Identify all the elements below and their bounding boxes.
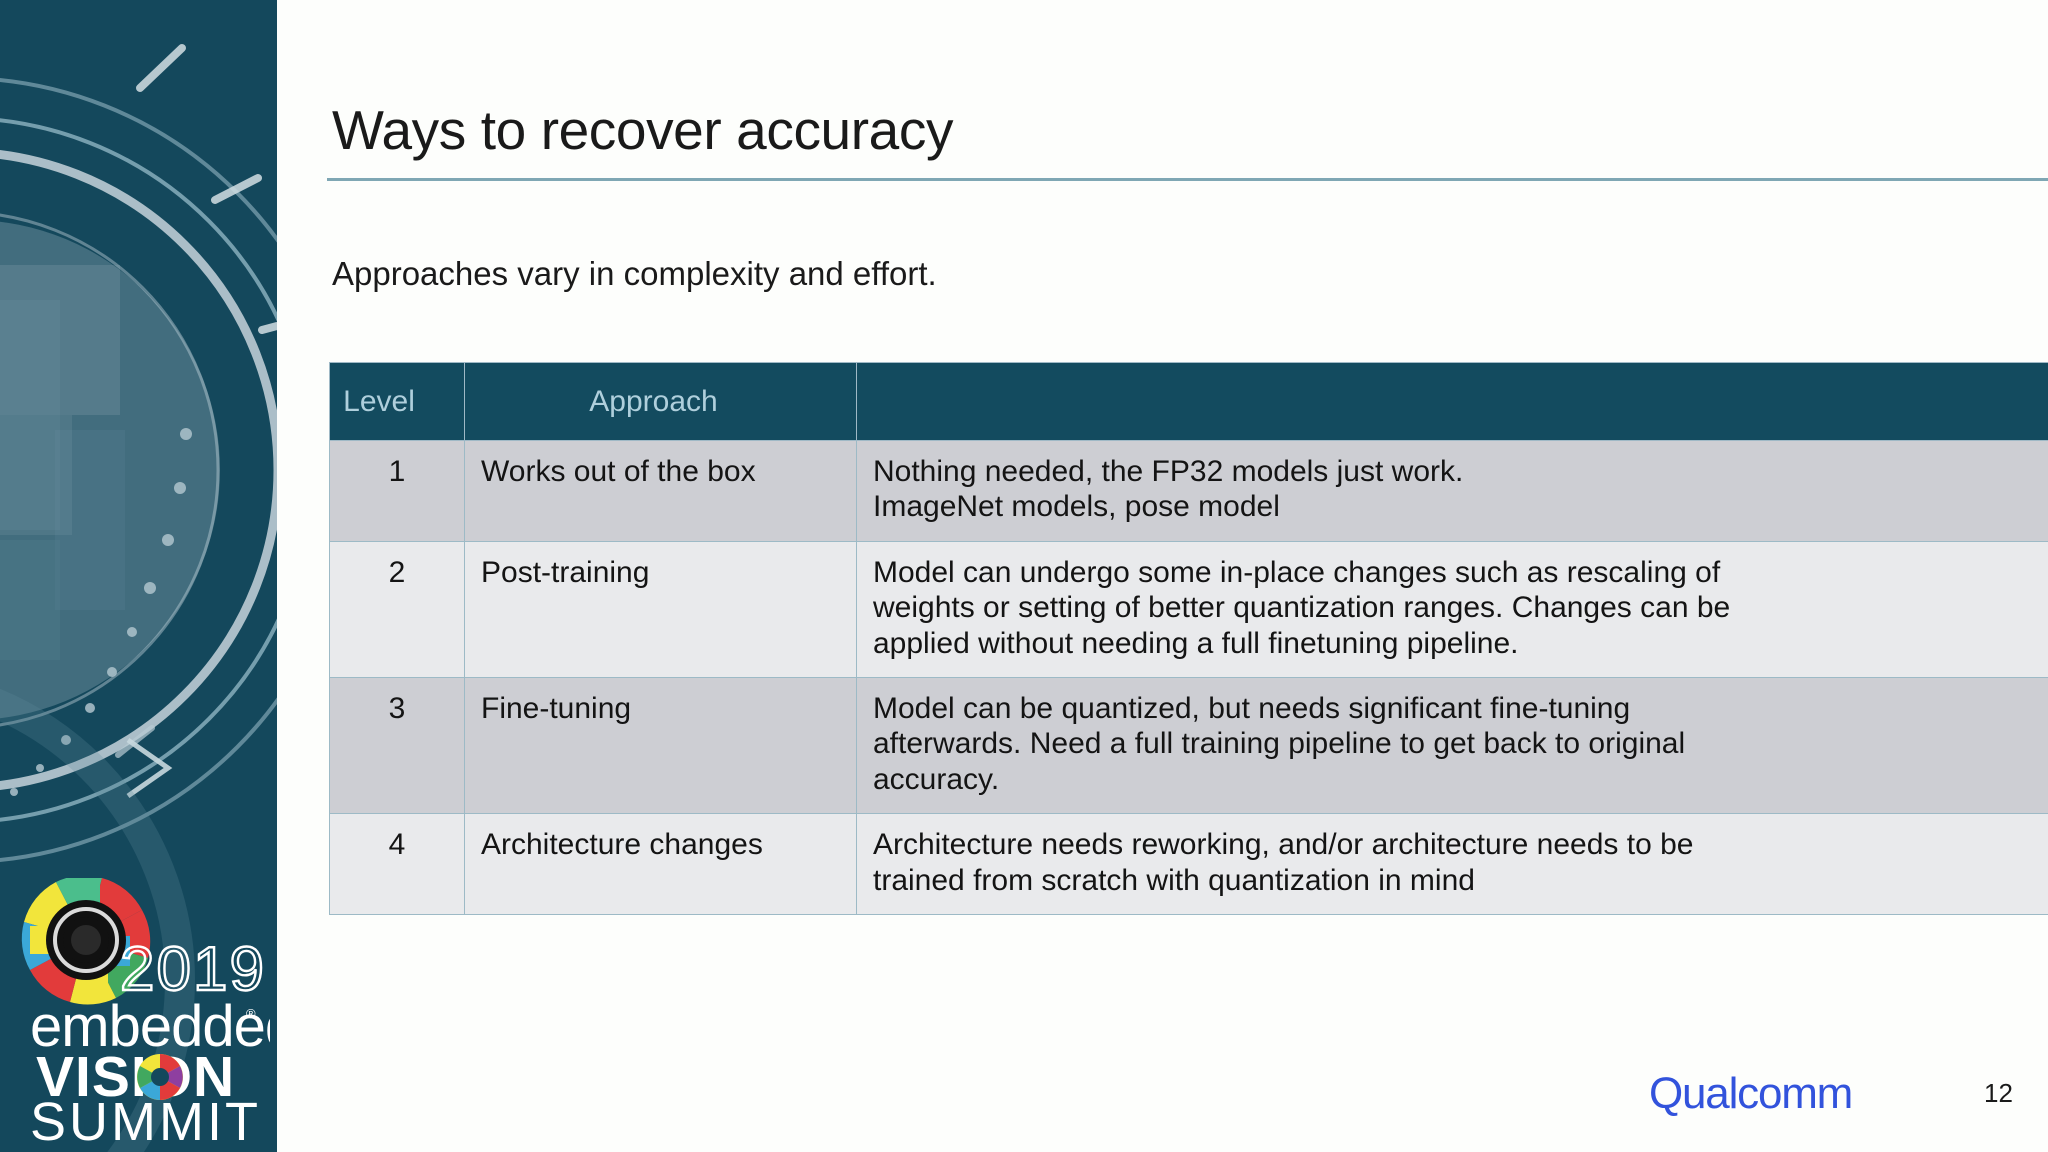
qualcomm-wordmark-graphic: Qualcomm [1649, 1069, 1853, 1118]
description-line: afterwards. Need a full training pipelin… [873, 727, 1686, 761]
column-header-level: Level [329, 362, 465, 441]
cell-level: 2 [329, 540, 465, 678]
cell-level: 4 [329, 813, 465, 915]
table-header-row: Level Approach [329, 362, 2048, 441]
cell-description: Model can undergo some in-place changes … [856, 540, 2048, 678]
cell-description: Architecture needs reworking, and/or arc… [856, 813, 2048, 915]
cell-level: 3 [329, 676, 465, 815]
cell-approach: Fine-tuning [464, 676, 857, 815]
cell-approach: Works out of the box [464, 440, 857, 542]
evs-vision-o-icon [137, 1054, 183, 1100]
evs-vision: VISION [36, 1045, 235, 1109]
cell-level: 1 [329, 440, 465, 542]
qualcomm-wordmark-text: Qualcomm [1649, 1069, 1852, 1118]
page-number: 12 [1984, 1078, 2013, 1108]
approaches-table: Level Approach 1 Works out of the box No… [329, 362, 2048, 915]
slide-content: Ways to recover accuracy Approaches vary… [277, 0, 2048, 1152]
evs-logo-graphic: 2019 embedded ® VISION SUMMIT [21, 878, 270, 1146]
embedded-vision-summit-logo: 2019 embedded ® VISION SUMMIT [8, 878, 270, 1146]
cell-approach: Post-training [464, 540, 857, 678]
description-line: accuracy. [873, 762, 1000, 796]
description-line: Nothing needed, the FP32 models just wor… [873, 455, 1464, 488]
table-row: 1 Works out of the box Nothing needed, t… [329, 440, 2048, 542]
cell-approach: Architecture changes [464, 813, 857, 915]
description-line: weights or setting of better quantizatio… [873, 591, 1731, 625]
description-line: applied without needing a full finetunin… [873, 626, 1519, 660]
evs-embedded: embedded [30, 994, 270, 1059]
column-header-approach: Approach [464, 362, 857, 441]
description-line: Architecture needs reworking, and/or arc… [873, 828, 1694, 862]
title-underline-rule [327, 178, 2048, 181]
table-row: 4 Architecture changes Architecture need… [329, 813, 2048, 915]
evs-year: 2019 [120, 935, 266, 1004]
cell-description: Nothing needed, the FP32 models just wor… [856, 440, 2048, 542]
description-line: Model can undergo some in-place changes … [873, 555, 1721, 589]
decorative-sidebar: 2019 embedded ® VISION SUMMIT [0, 0, 277, 1152]
page-title: Ways to recover accuracy [332, 99, 954, 161]
table-row: 3 Fine-tuning Model can be quantized, bu… [329, 676, 2048, 815]
evs-trademark: ® [246, 1006, 256, 1021]
description-line: ImageNet models, pose model [873, 490, 1280, 524]
description-line: Model can be quantized, but needs signif… [873, 691, 1631, 725]
description-line: trained from scratch with quantization i… [873, 863, 1475, 897]
evs-summit: SUMMIT [30, 1092, 261, 1146]
qualcomm-logo: Qualcomm [1649, 1068, 1889, 1120]
cell-description: Model can be quantized, but needs signif… [856, 676, 2048, 815]
column-header-description [856, 362, 2048, 441]
sidebar-arc-graphic [0, 0, 277, 1152]
table-row: 2 Post-training Model can undergo some i… [329, 540, 2048, 678]
slide-subtitle: Approaches vary in complexity and effort… [332, 255, 937, 292]
